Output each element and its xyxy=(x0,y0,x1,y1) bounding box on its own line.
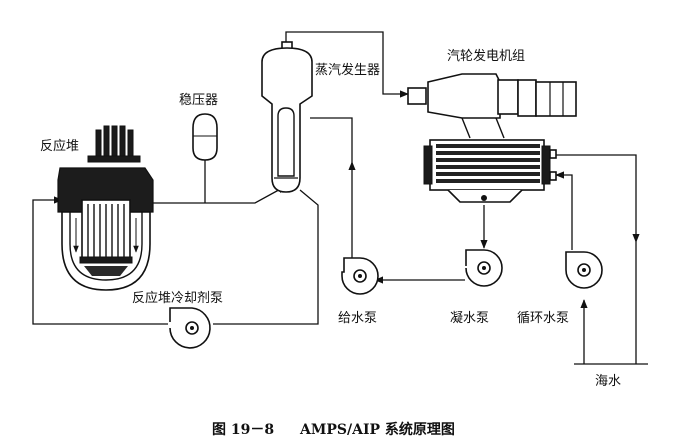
circulating-pump-label: 循环水泵 xyxy=(517,311,569,326)
reactor-coolant-pump xyxy=(169,307,211,349)
steam-generator xyxy=(261,41,313,193)
reactor-label: 反应堆 xyxy=(40,138,79,154)
figure-title: AMPS/AIP 系统原理图 xyxy=(299,421,455,438)
reactor-vessel xyxy=(57,125,154,291)
pressurizer-label: 稳压器 xyxy=(179,92,218,108)
seawater-label: 海水 xyxy=(595,374,621,389)
condensate-pump xyxy=(465,249,503,287)
pressurizer xyxy=(192,113,218,161)
control-rod-drives xyxy=(87,125,141,163)
condenser xyxy=(423,139,557,203)
steam-generator-label: 蒸汽发生器 xyxy=(315,62,380,78)
feedwater-pump xyxy=(341,257,379,295)
circulating-pump xyxy=(565,251,603,289)
condensate-pump-label: 凝水泵 xyxy=(450,310,489,326)
turbine-generator-label: 汽轮发电机组 xyxy=(447,48,525,64)
reactor-coolant-pump-label: 反应堆冷却剂泵 xyxy=(132,290,223,306)
feedwater-pump-label: 给水泵 xyxy=(338,311,377,326)
piping xyxy=(32,31,648,365)
turbine-generator-set xyxy=(407,73,577,139)
figure-number: 图 19－8 xyxy=(212,422,274,438)
